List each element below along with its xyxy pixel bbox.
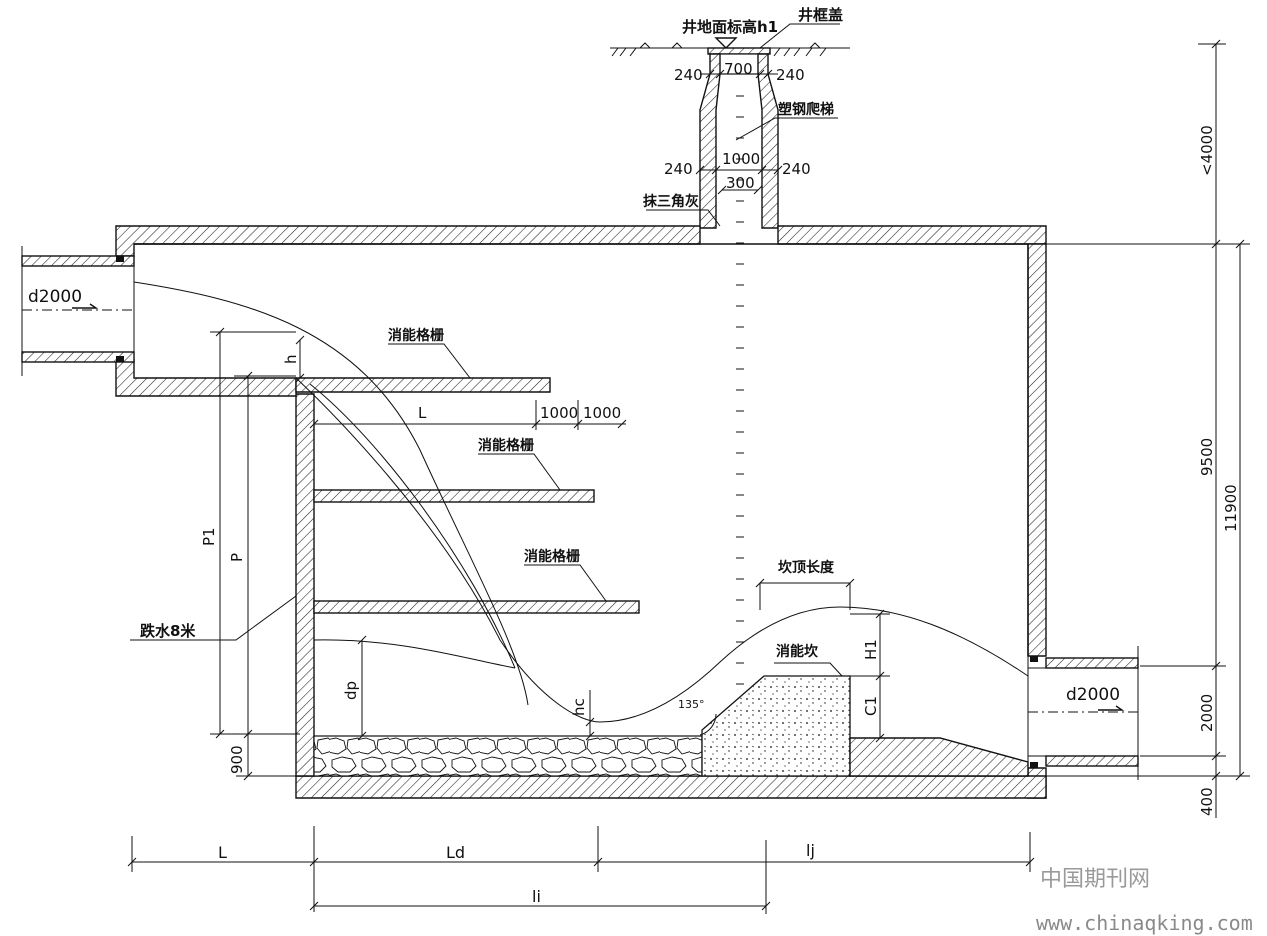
- dim-11900-label: 11900: [1222, 484, 1240, 532]
- bottom-l-label: L: [218, 843, 227, 862]
- right-dimension-lines: [1046, 39, 1250, 818]
- bottom-li-label: li: [532, 887, 541, 906]
- flow-curves: [133, 281, 1029, 723]
- stone-bed: [313, 735, 703, 777]
- shaft-walls: [699, 53, 779, 229]
- outlet-pipe: [1027, 646, 1139, 780]
- grate-3-label: 消能格栅: [524, 548, 580, 565]
- downstream-apron: [849, 737, 1029, 777]
- dim-4000-label: <4000: [1198, 125, 1216, 176]
- left-dimension-lines: [130, 327, 627, 781]
- shaft-dimension-lines: [695, 69, 783, 195]
- manhole-cover-label: 井框盖: [798, 6, 843, 24]
- bottom-ld-label: Ld: [446, 843, 465, 862]
- shaft-bottom-width-label: 1000: [722, 150, 760, 168]
- c1-label: C1: [862, 696, 880, 716]
- dim-9500-label: 9500: [1198, 438, 1216, 476]
- shaft-top-width-label: 700: [724, 60, 753, 78]
- ladder-width-label: 300: [726, 174, 755, 192]
- dim-400-label: 400: [1198, 787, 1216, 816]
- grate-dim-1-label: 1000: [540, 404, 578, 422]
- block-top-length-label: 坎顶长度: [778, 559, 835, 576]
- watermark-cn: 中国期刊网: [1040, 867, 1150, 892]
- elevation-marker-icon: [714, 37, 738, 49]
- grate-1-label: 消能格栅: [388, 327, 444, 344]
- ladder-label: 塑钢爬梯: [778, 101, 834, 118]
- outlet-pipe-label: d2000: [1066, 685, 1120, 705]
- h1-label: H1: [862, 639, 880, 660]
- inlet-pipe: [21, 246, 135, 376]
- watermark-url: www.chinaqking.com: [1036, 911, 1253, 935]
- leader-lines: [388, 23, 890, 743]
- energy-block: [701, 675, 851, 777]
- shaft-bottom-wall-right-label: 240: [782, 160, 811, 178]
- dp-label: dp: [342, 681, 360, 700]
- grate-length-label: L: [418, 404, 427, 422]
- inlet-pipe-label: d2000: [28, 287, 82, 307]
- h-label: h: [282, 354, 300, 364]
- p-label: P: [228, 553, 246, 562]
- hc-label: hc: [570, 698, 588, 716]
- ground-elevation-label: 井地面标高h1: [682, 18, 778, 36]
- chamber-walls: [115, 225, 1047, 799]
- grate-2-label: 消能格栅: [478, 437, 534, 454]
- grate-dim-2-label: 1000: [583, 404, 621, 422]
- shaft-top-wall-right-label: 240: [776, 66, 805, 84]
- dim-2000-label: 2000: [1198, 694, 1216, 732]
- shaft-bottom-wall-left-label: 240: [664, 160, 693, 178]
- p1-label: P1: [200, 527, 218, 546]
- shaft-top-wall-left-label: 240: [674, 66, 703, 84]
- drop-height-label: 跌水8米: [140, 622, 196, 640]
- bottom-lj-label: lj: [806, 841, 815, 860]
- energy-block-label: 消能坎: [776, 643, 819, 660]
- angle-label: 135°: [678, 698, 705, 711]
- energy-grates: [313, 489, 640, 614]
- chamber-outline: [134, 243, 1029, 656]
- fillet-label: 抹三角灰: [643, 193, 699, 210]
- bottom-dimension-lines: [127, 826, 1035, 914]
- base-900-label: 900: [228, 745, 246, 774]
